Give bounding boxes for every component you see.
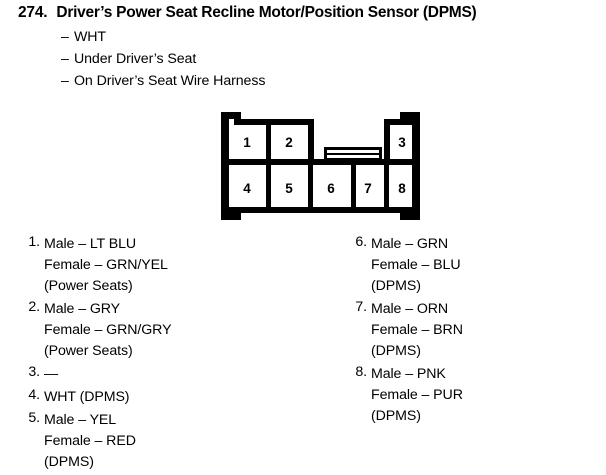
pin-entry-line: Male – PNK [371,366,446,382]
pin-entry-index: 7. [355,299,367,315]
connector-wall-cell2-right [308,119,314,163]
pin-entry: 1.Male – LT BLU Female – GRN/YEL (Power Se… [18,234,228,297]
pin-entry-line: Female – PUR [371,387,463,403]
pin-number-5: 5 [285,181,293,196]
pin-number-4: 4 [243,181,251,196]
pin-entry-lines: Male – YEL Female – RED (DPMS) [44,410,228,473]
pin-entry-line: Female – GRN/YEL [44,257,168,273]
pin-entry: 3.— [18,364,228,385]
header-subline-text: On Driver’s Seat Wire Harness [74,73,266,89]
pin-entry-lines: WHT (DPMS) [44,387,228,408]
pin-entry-index: 8. [355,364,367,380]
pin-entry-lines: — [44,364,228,385]
pin-entry-line: — [44,366,59,382]
pin-entry: 4.WHT (DPMS) [18,387,228,408]
connector-latch-tab [324,147,382,160]
pin-entry-index: 6. [355,234,367,250]
pin-list-left: 1.Male – LT BLU Female – GRN/YEL (Power Se… [18,234,228,475]
pin-entry-line: Female – RED [44,433,136,449]
connector-middle-divider [225,159,416,165]
header-subline-harness: –On Driver’s Seat Wire Harness [61,73,265,89]
pin-entry-lines: Male – LT BLU Female – GRN/YEL (Power Seat… [44,234,228,297]
connector-svg: 1 2 3 4 5 6 7 8 [221,112,420,220]
pin-number-6: 6 [327,181,335,196]
connector-bottom-edge [225,207,416,213]
pin-entry-lines: Male – GRY Female – GRN/GRY (Power Seats) [44,299,228,362]
dash-marker: – [61,29,69,45]
header-subline-color: –WHT [61,29,106,45]
connector-tab-top-right [400,112,412,119]
dash-marker: – [61,51,69,67]
pin-entry-lines: Male – ORN Female – BRN (DPMS) [371,299,575,362]
pin-number-2: 2 [285,135,293,150]
pin-entry: 8.Male – PNK Female – PUR (DPMS) [345,364,575,427]
pin-entry-line: Male – ORN [371,301,449,317]
header-subline-location: –Under Driver’s Seat [61,51,196,67]
pin-entry-index: 2. [28,299,40,315]
pin-entry-line: (Power Seats) [44,278,133,294]
pin-entry-line: Female – GRN/GRY [44,322,172,338]
connector-divider-1-2 [266,123,271,161]
pin-number-7: 7 [364,181,372,196]
header-subline-text: Under Driver’s Seat [74,51,197,67]
connector-top-edge-left [234,119,314,125]
connector-wall-cell3-left [384,119,390,163]
pin-entry-line: Male – YEL [44,412,117,428]
pin-entry-line: Male – GRN [371,236,449,252]
header-subline-text: WHT [74,29,107,45]
connector-tab-top-left [229,112,241,119]
connector-divider-5-6 [308,161,313,209]
pin-entry: 5.Male – YEL Female – RED (DPMS) [18,410,228,473]
pin-entry-line: (DPMS) [371,408,421,424]
pin-entry-line: (DPMS) [371,343,421,359]
pin-entry: 6.Male – GRN Female – BLU (DPMS) [345,234,575,297]
pin-entry-line: Male – GRY [44,301,121,317]
pin-entry-line: (DPMS) [371,278,421,294]
pin-entry-line: (DPMS) [44,454,94,470]
title-row: 274. Driver’s Power Seat Recline Motor/Po… [18,4,598,22]
pin-entry-line: Male – LT BLU [44,236,137,252]
pin-entry: 7.Male – ORN Female – BRN (DPMS) [345,299,575,362]
pin-entry-lines: Male – PNK Female – PUR (DPMS) [371,364,575,427]
connector-right-rail [412,112,420,220]
connector-diagram: 1 2 3 4 5 6 7 8 [214,106,434,228]
connector-divider-4-5 [266,161,271,209]
pin-number-8: 8 [398,181,406,196]
pin-entry-lines: Male – GRN Female – BLU (DPMS) [371,234,575,297]
pin-entry-line: (Power Seats) [44,343,133,359]
pin-number-3: 3 [398,135,406,150]
connector-left-rail [221,112,229,220]
pin-entry-line: Female – BRN [371,322,463,338]
page-title: Driver’s Power Seat Recline Motor/Positi… [56,4,477,21]
connector-divider-7-8 [384,161,389,209]
connector-tab-bottom-right [400,213,412,220]
entry-number: 274. [18,4,48,21]
pin-entry-index: 5. [28,410,40,426]
connector-tab-bottom-left [229,213,241,220]
pin-entry-index: 3. [28,364,40,380]
pin-entry: 2.Male – GRY Female – GRN/GRY (Power Seats… [18,299,228,362]
pin-entry-index: 1. [28,234,40,250]
pin-entry-line: Female – BLU [371,257,461,273]
pin-number-1: 1 [243,135,251,150]
dash-marker: – [61,73,69,89]
pin-entry-index: 4. [28,387,40,403]
connector-divider-6-7 [351,161,356,209]
pin-entry-line: WHT (DPMS) [44,389,130,405]
connector-top-edge-right [384,119,416,125]
